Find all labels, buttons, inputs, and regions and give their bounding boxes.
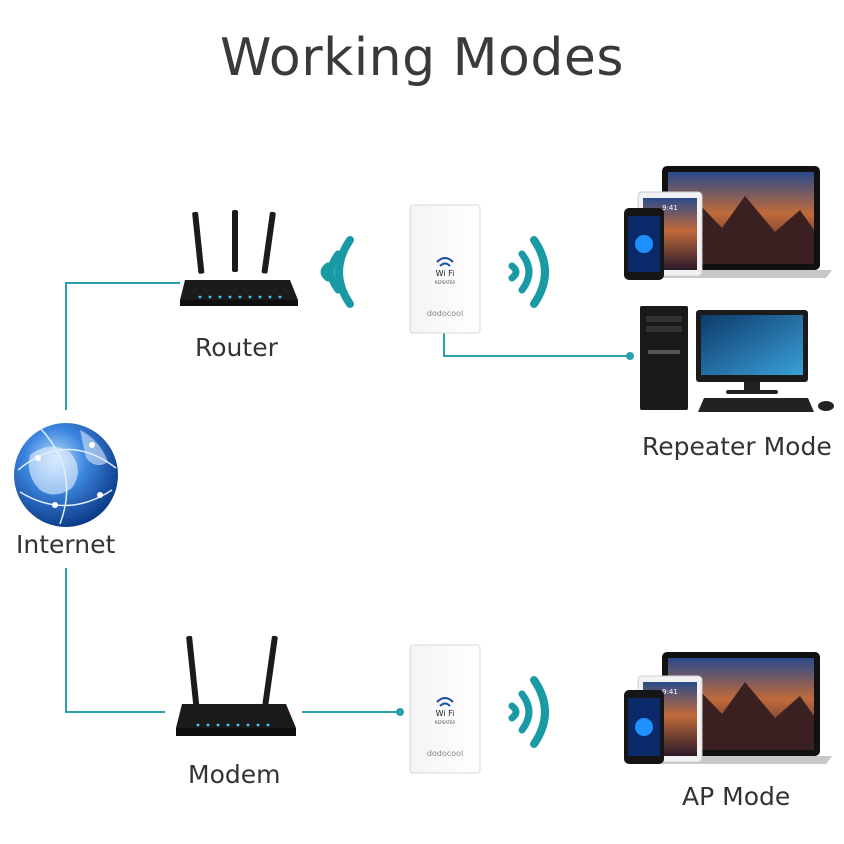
globe-icon — [14, 423, 118, 527]
line-endpoint-repeater-ap — [396, 708, 404, 716]
internet-label: Internet — [16, 530, 116, 559]
line-internet-router — [65, 282, 180, 410]
modem-icon — [176, 635, 296, 736]
router-label: Router — [195, 333, 278, 362]
mouse-icon — [818, 401, 834, 411]
brand-label: dodocool — [427, 749, 463, 758]
devices-group-pc — [640, 306, 834, 412]
wifi-sub: REPEATER — [435, 280, 456, 285]
router-icon — [180, 210, 298, 306]
tablet-time: 9:41 — [662, 688, 678, 696]
devices-group-repeater: 9:41 — [624, 166, 832, 280]
repeater-device-icon: Wi Fi REPEATER dodocool — [409, 204, 481, 334]
wifi-signal-icon — [320, 236, 354, 308]
connection-lines — [65, 282, 630, 713]
phone-icon — [624, 208, 664, 280]
wifi-signal-icon — [508, 236, 549, 308]
repeater-mode-label: Repeater Mode — [642, 432, 832, 461]
line-repeater-pc — [443, 332, 630, 357]
page-title: Working Modes — [220, 28, 624, 88]
ap-mode-label: AP Mode — [682, 782, 791, 811]
tablet-time: 9:41 — [662, 204, 678, 212]
line-internet-modem — [65, 568, 165, 713]
phone-icon — [624, 690, 664, 764]
modem-label: Modem — [188, 760, 281, 789]
repeater-device-icon: Wi Fi REPEATER dodocool — [409, 644, 481, 774]
keyboard-icon — [698, 398, 814, 412]
wifi-logo: Wi Fi — [436, 709, 455, 718]
devices-group-ap: 9:41 — [624, 652, 832, 764]
wifi-logo: Wi Fi — [436, 269, 455, 278]
monitor-icon — [696, 310, 808, 394]
desktop-pc-icon — [640, 306, 688, 410]
wifi-signal-icon — [508, 676, 549, 748]
brand-label: dodocool — [427, 309, 463, 318]
line-endpoint-pc — [626, 352, 634, 360]
wifi-sub: REPEATER — [435, 720, 456, 725]
